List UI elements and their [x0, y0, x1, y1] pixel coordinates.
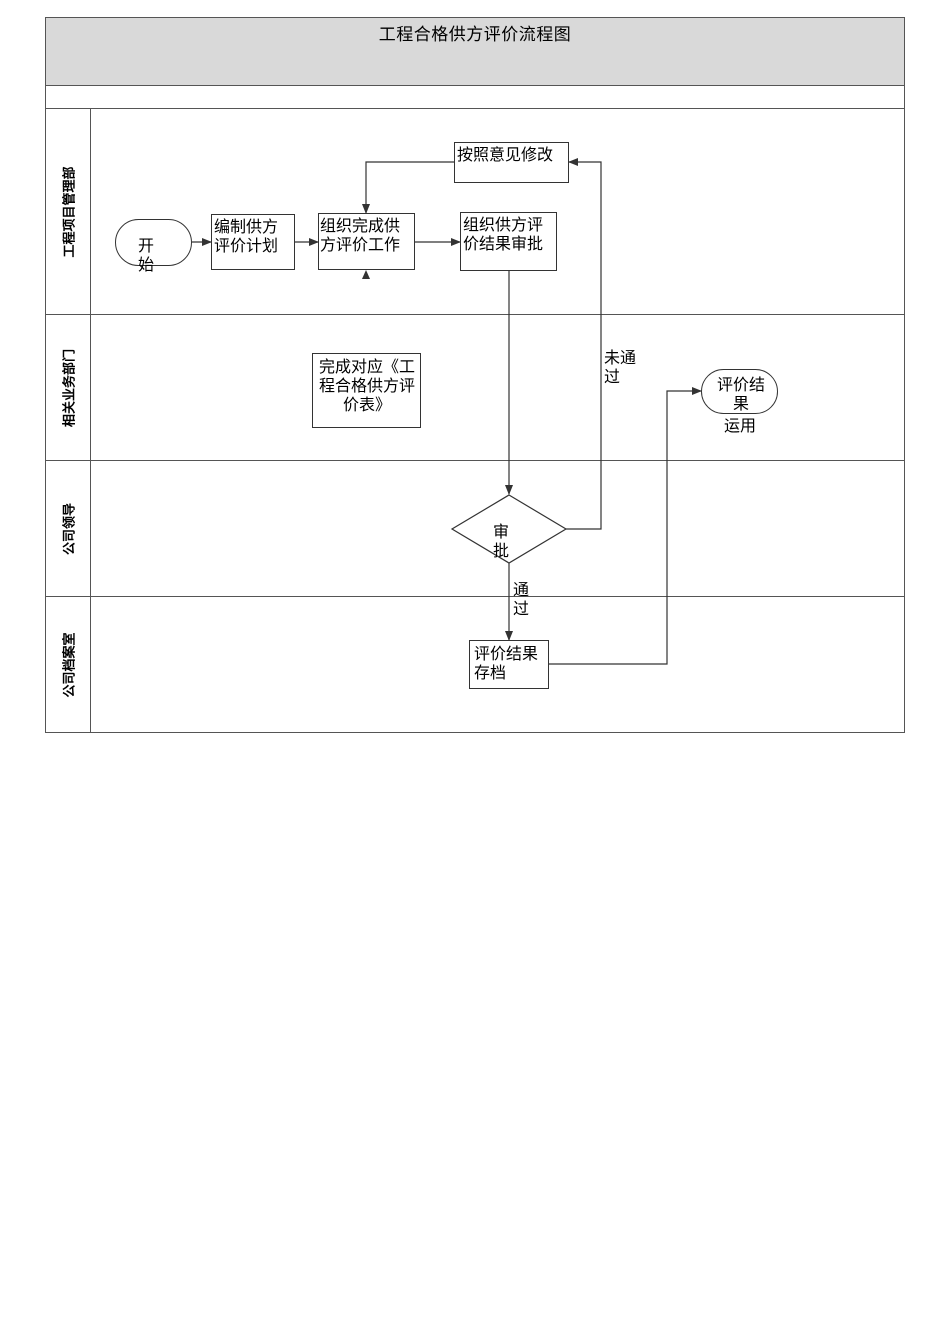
approval-request-label: 组织供方评 价结果审批 [463, 215, 544, 253]
revise-label: 按照意见修改 [457, 145, 554, 164]
evaluation-form-box: 完成对应《工 程合格供方评 价表》 [312, 353, 421, 428]
inbound-pointer-marker [362, 270, 370, 279]
lane-business-dept: 相关业务部门 [45, 315, 905, 461]
archive-label: 评价结果 存档 [474, 644, 539, 682]
arrow-decision-fail-to-revise [566, 158, 602, 530]
start-terminal: 开 始 [115, 219, 192, 274]
decision-label: 审 批 [493, 522, 510, 560]
apply-terminal: 评价结 果 [701, 369, 778, 414]
lane-label-cell: 公司领导 [46, 461, 91, 596]
organize-process-box: 组织完成供 方评价工作 [318, 213, 415, 270]
lane-leadership: 公司领导 [45, 461, 905, 597]
apply-label-tail: 运用 [724, 416, 757, 435]
revise-process-box: 按照意见修改 [454, 142, 569, 183]
lane-label-cell: 工程项目管理部 [46, 109, 91, 314]
plan-process-box: 编制供方 评价计划 [211, 214, 295, 270]
decision-diamond [450, 494, 568, 564]
lane-label-cell: 相关业务部门 [46, 315, 91, 460]
lane-label-cell: 公司档案室 [46, 597, 91, 732]
arrow-revise-to-organize [362, 161, 454, 214]
header-spacer-band [45, 86, 905, 109]
lane-project-management: 工程项目管理部 [45, 109, 905, 315]
edge-label-fail: 未通 过 [604, 348, 637, 386]
approval-request-box: 组织供方评 价结果审批 [460, 212, 557, 271]
title-band: 工程合格供方评价流程图 [45, 17, 905, 86]
evaluation-form-label: 完成对应《工 程合格供方评 价表》 [318, 357, 415, 414]
plan-label: 编制供方 评价计划 [214, 217, 279, 255]
start-label: 开 始 [138, 236, 155, 274]
diagram-title: 工程合格供方评价流程图 [378, 25, 572, 45]
apply-label: 评价结 果 [716, 375, 765, 413]
organize-label: 组织完成供 方评价工作 [320, 216, 401, 254]
archive-process-box: 评价结果 存档 [469, 640, 549, 689]
lane-archive-room: 公司档案室 [45, 597, 905, 733]
edge-label-pass: 通 过 [513, 580, 530, 618]
arrow-archive-to-apply [549, 387, 702, 665]
